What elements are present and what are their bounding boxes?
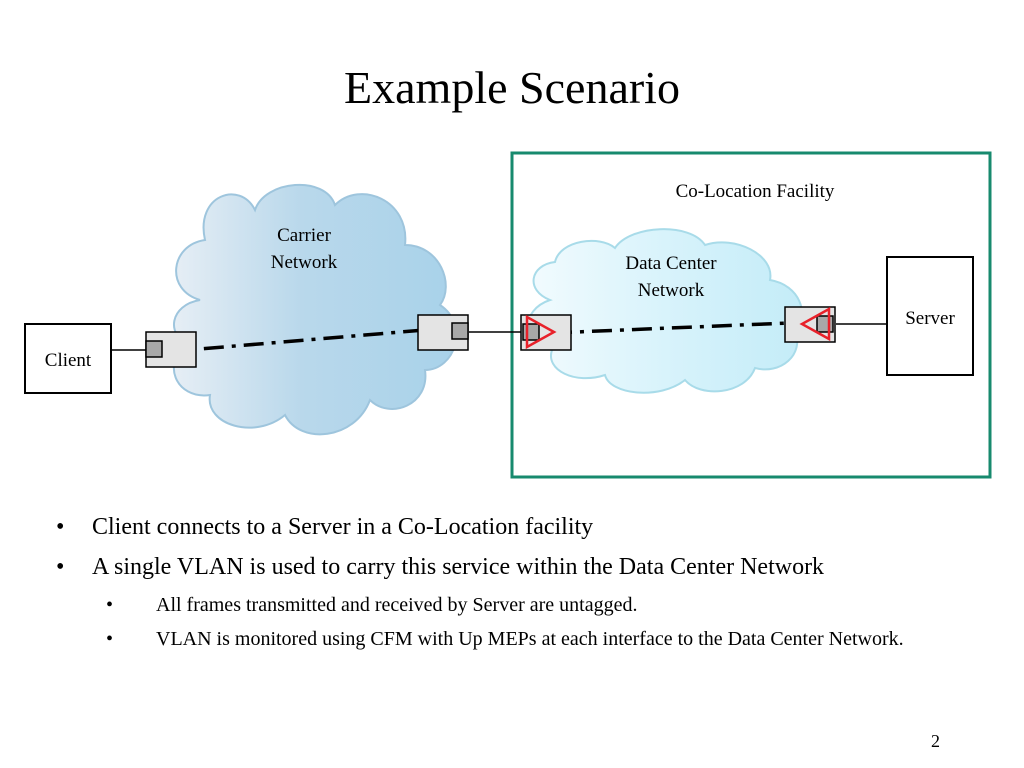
dc-port-square-left [522,323,540,341]
bullet-marker: • [56,514,65,540]
bullet-text: A single VLAN is used to carry this serv… [92,554,825,580]
bullet-list: • Client connects to a Server in a Co-Lo… [50,510,980,658]
bullet-item: • Client connects to a Server in a Co-Lo… [50,510,980,544]
bullet-item: • A single VLAN is used to carry this se… [50,550,980,584]
carrier-network-label-line2: Network [271,252,338,273]
datacenter-network-label-line2: Network [638,280,705,301]
bullet-marker: • [106,628,114,650]
bullet-text: All frames transmitted and received by S… [156,594,638,616]
network-diagram: Co-Location Facility Carrier Network Dat… [24,151,992,479]
client-label: Client [45,350,92,371]
service-path-datacenter [551,320,813,335]
client-box [24,323,112,394]
colocation-facility-label: Co-Location Facility [676,181,835,202]
port-square-right [451,322,469,340]
service-path-carrier [163,326,449,354]
up-mep-right-icon [799,306,831,342]
port-square-left [145,340,163,358]
bullet-text: Client connects to a Server in a Co-Loca… [92,514,594,540]
page-number: 2 [931,731,940,751]
server-label: Server [905,308,955,329]
up-mep-left-icon [525,314,557,350]
sub-bullet-item: • All frames transmitted and received by… [50,590,980,620]
bullet-marker: • [106,594,114,616]
bullet-text: VLAN is monitored using CFM with Up MEPs… [156,628,904,650]
colocation-facility-box [510,151,992,479]
carrier-network-label-line1: Carrier [277,225,331,246]
server-box [886,256,974,376]
dc-port-square-right [816,315,834,333]
sub-bullet-item: • VLAN is monitored using CFM with Up ME… [50,624,980,654]
bullet-marker: • [56,554,65,580]
slide-title: Example Scenario [344,62,680,113]
datacenter-network-label-line1: Data Center [625,253,717,274]
carrier-network-cloud [172,184,458,436]
